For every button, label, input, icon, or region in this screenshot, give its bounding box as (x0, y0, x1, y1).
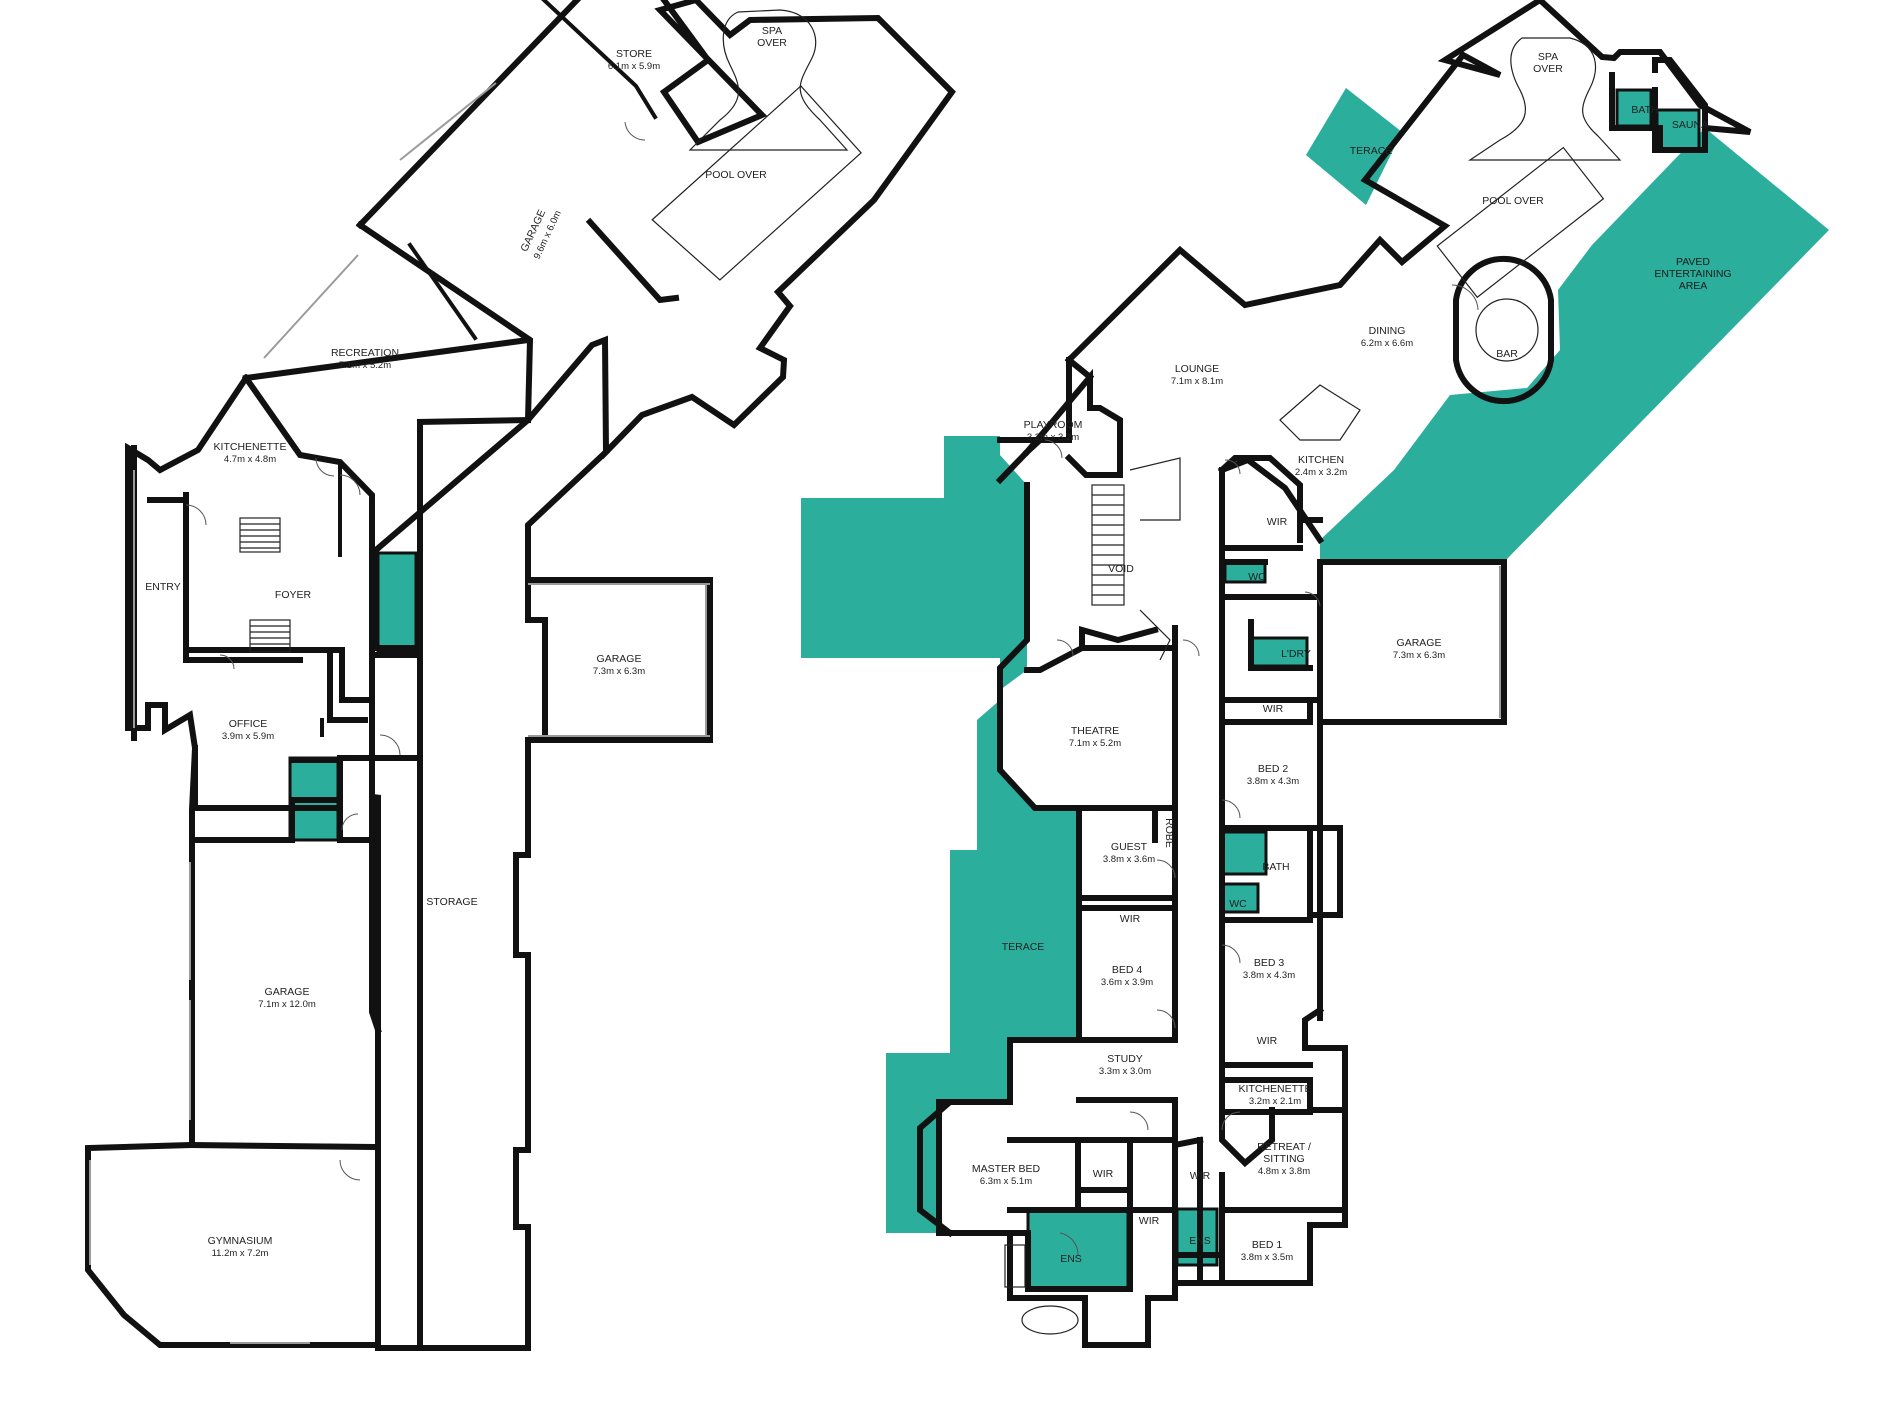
upper-spa-line2: OVER (1533, 63, 1563, 75)
bath-mid-tile (1220, 830, 1268, 876)
upper-master-name: MASTER BED (972, 1163, 1041, 1175)
lower-foyer-name: FOYER (275, 589, 312, 601)
upper-wc-top-name: WC (1248, 571, 1266, 583)
ldry-tile (1249, 636, 1309, 668)
paved-entertaining-area (1320, 128, 1829, 562)
upper-bath-top-name: BATH (1631, 104, 1658, 116)
lower-garage-right-name: GARAGE (597, 653, 642, 665)
upper-guest-name: GUEST (1111, 841, 1148, 853)
lower-wc-tile (376, 551, 418, 653)
upper-wir-bed1-name: WIR (1190, 1170, 1211, 1182)
upper-terace-top-name: TERACE (1350, 145, 1393, 157)
upper-playroom-name: PLAYROOM (1024, 419, 1083, 431)
terace-top-area (1306, 88, 1402, 205)
upper-study-name: STUDY (1107, 1053, 1143, 1065)
upper-retreat-line2: SITTING (1263, 1153, 1304, 1165)
upper-theatre-dim: 7.1m x 5.2m (1069, 738, 1121, 749)
upper-dining-name: DINING (1369, 325, 1406, 337)
upper-wir-bed4-name: WIR (1120, 913, 1141, 925)
lower-pool-name: POOL OVER (705, 169, 767, 181)
upper-kitchen-name: KITCHEN (1298, 454, 1344, 466)
upper-kitchen-dim: 2.4m x 3.2m (1295, 467, 1347, 478)
lower-office-dim: 3.9m x 5.9m (222, 731, 274, 742)
upper-retreat-dim: 4.8m x 3.8m (1258, 1166, 1310, 1177)
upper-lounge-dim: 7.1m x 8.1m (1171, 376, 1223, 387)
lower-office-name: OFFICE (229, 718, 268, 730)
upper-spa-line1: SPA (1538, 51, 1558, 63)
lower-kitchenette-name: KITCHENETTE (214, 441, 287, 453)
upper-ens-master-name: ENS (1060, 1253, 1082, 1265)
lower-gymnasium-dim: 11.2m x 7.2m (212, 1248, 269, 1259)
upper-master-dim: 6.3m x 5.1m (980, 1176, 1032, 1187)
lower-garage-right-dim: 7.3m x 6.3m (593, 666, 645, 677)
upper-bath-mid-name: BATH (1262, 861, 1289, 873)
upper-lounge-name: LOUNGE (1175, 363, 1219, 375)
upper-retreat-line1: RETREAT / (1257, 1141, 1311, 1153)
lower-garage-large-dim: 7.1m x 12.0m (258, 999, 316, 1010)
upper-bar-name: BAR (1496, 348, 1518, 360)
upper-wir-master1-name: WIR (1093, 1168, 1114, 1180)
upper-robe-name: ROBE (1163, 818, 1175, 848)
upper-bed3-name: BED 3 (1254, 957, 1285, 969)
upper-garage-name: GARAGE (1397, 637, 1442, 649)
upper-wir-bed2-name: WIR (1263, 703, 1284, 715)
upper-wir-master2-name: WIR (1139, 1215, 1160, 1227)
upper-stair (1091, 457, 1181, 661)
lower-store-dim: 6.1m x 5.9m (608, 61, 660, 72)
ens-master-tile (1026, 1207, 1130, 1291)
upper-paved-line1: PAVED (1676, 256, 1710, 268)
upper-playroom-dim: 3.2m x 3.2m (1027, 432, 1079, 443)
upper-bed1-name: BED 1 (1252, 1239, 1283, 1251)
upper-sauna-name: SAUNA (1672, 119, 1708, 131)
upper-void-name: VOID (1108, 563, 1134, 575)
upper-ens-bed1-name: ENS (1189, 1235, 1211, 1247)
lower-recreation-name: RECREATION (331, 347, 399, 359)
upper-wir-kitchen-name: WIR (1267, 516, 1288, 528)
upper-dining-dim: 6.2m x 6.6m (1361, 338, 1413, 349)
lower-stair-bottom (249, 619, 291, 653)
lower-floor-labels: STORE 6.1m x 5.9m SPA OVER POOL OVER GAR… (145, 25, 787, 1259)
upper-floor-walls (917, 0, 1752, 1348)
upper-kitchenette-name: KITCHENETTE (1239, 1083, 1312, 1095)
upper-wc-mid-name: WC (1229, 898, 1247, 910)
lower-entry-name: ENTRY (145, 581, 180, 593)
upper-bed2-name: BED 2 (1258, 763, 1289, 775)
upper-theatre-name: THEATRE (1071, 725, 1119, 737)
lower-spa-line1: SPA (762, 25, 782, 37)
lower-garage-large-name: GARAGE (265, 986, 310, 998)
upper-ldry-name: L'DRY (1281, 648, 1311, 660)
lower-gymnasium-name: GYMNASIUM (208, 1235, 273, 1247)
lower-storage-name: STORAGE (426, 896, 477, 908)
upper-kitchenette-dim: 3.2m x 2.1m (1249, 1096, 1301, 1107)
lower-store-name: STORE (616, 48, 652, 60)
upper-terace-left-name: TERACE (1002, 941, 1045, 953)
upper-bed1-dim: 3.8m x 3.5m (1241, 1252, 1293, 1263)
upper-paved-line3: AREA (1679, 280, 1708, 292)
upper-paved-line2: ENTERTAINING (1654, 268, 1731, 280)
lower-stair-top (239, 517, 281, 553)
upper-study-dim: 3.3m x 3.0m (1099, 1066, 1151, 1077)
upper-garage-dim: 7.3m x 6.3m (1393, 650, 1445, 661)
lower-kitchenette-dim: 4.7m x 4.8m (224, 454, 276, 465)
upper-bed3-dim: 3.8m x 4.3m (1243, 970, 1295, 981)
lower-recreation-dim: 7.1m x 5.2m (339, 360, 391, 371)
upper-bed4-name: BED 4 (1112, 964, 1143, 976)
upper-bed4-dim: 3.6m x 3.9m (1101, 977, 1153, 988)
lower-floor-walls (85, 0, 956, 1351)
upper-floor-labels: SPA OVER BATH SAUNA TERACE POOL OVER PAV… (972, 51, 1732, 1265)
upper-bed2-dim: 3.8m x 4.3m (1247, 776, 1299, 787)
upper-guest-dim: 3.8m x 3.6m (1103, 854, 1155, 865)
upper-wir-bed3-name: WIR (1257, 1035, 1278, 1047)
lower-spa-line2: OVER (757, 37, 787, 49)
terace-left-area (801, 436, 1079, 1233)
upper-pool-name: POOL OVER (1482, 195, 1544, 207)
